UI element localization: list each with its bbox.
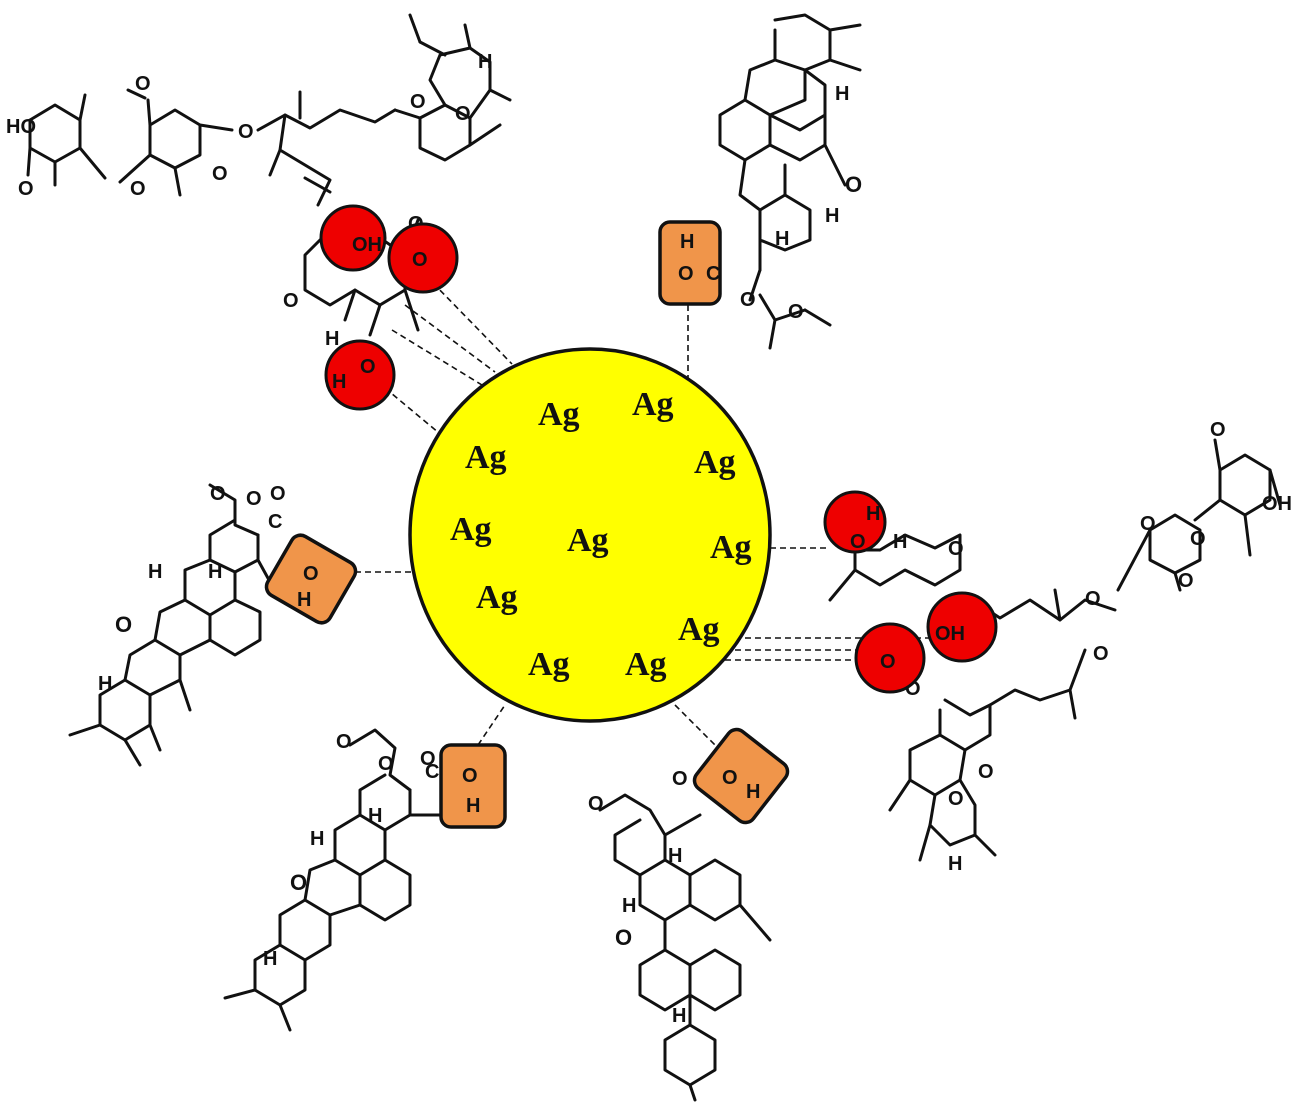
ag-label: Ag: [625, 646, 667, 683]
svg-text:O: O: [420, 748, 436, 770]
svg-text:H: H: [148, 561, 162, 583]
svg-text:H: H: [775, 228, 789, 250]
svg-text:O: O: [678, 263, 694, 285]
ag-label: Ag: [465, 439, 507, 476]
triterpene-top-right: O H H H O O: [718, 13, 862, 350]
svg-text:H: H: [668, 845, 682, 867]
svg-text:O: O: [1085, 588, 1101, 610]
svg-text:O: O: [210, 483, 226, 505]
svg-text:H: H: [466, 795, 480, 817]
svg-text:O: O: [740, 289, 756, 311]
svg-text:O: O: [290, 870, 307, 895]
svg-text:O: O: [238, 121, 254, 143]
svg-text:O: O: [360, 356, 376, 378]
svg-text:O: O: [462, 765, 478, 787]
ag-label: Ag: [450, 511, 492, 548]
hydrogen-label: H: [325, 328, 339, 350]
ag-label: Ag: [632, 386, 674, 423]
svg-text:H: H: [746, 781, 760, 803]
carboxyl-highlight-top-right: H O C: [658, 220, 722, 306]
svg-text:H: H: [680, 231, 694, 253]
svg-text:O: O: [1140, 513, 1156, 535]
oxygen-label: O: [412, 249, 428, 271]
svg-text:O: O: [270, 483, 286, 505]
svg-text:O: O: [1178, 570, 1194, 592]
svg-text:H: H: [263, 948, 277, 970]
svg-text:O: O: [115, 612, 132, 637]
svg-text:O: O: [978, 761, 994, 783]
svg-text:C: C: [425, 761, 439, 783]
hydroxyl-label: OH: [352, 234, 382, 256]
svg-text:H: H: [825, 205, 839, 227]
svg-text:O: O: [18, 178, 34, 200]
svg-text:O: O: [615, 925, 632, 950]
ag-label: Ag: [567, 522, 609, 559]
svg-text:OH: OH: [1262, 493, 1292, 515]
svg-text:H: H: [672, 1005, 686, 1027]
carboxyl-highlight-left: O H: [264, 533, 358, 625]
svg-text:O: O: [880, 651, 896, 673]
svg-text:O: O: [1210, 419, 1226, 441]
macrolide-right: OH O O O O O O O O O O H H: [828, 419, 1292, 875]
svg-text:OH: OH: [935, 623, 965, 645]
svg-text:O: O: [845, 172, 862, 197]
carboxyl-highlight-bottom-right: O H: [692, 727, 790, 825]
svg-text:O: O: [1190, 528, 1206, 550]
svg-text:H: H: [368, 805, 382, 827]
svg-text:O: O: [246, 488, 262, 510]
svg-text:C: C: [268, 511, 282, 533]
svg-text:O: O: [850, 531, 866, 553]
svg-text:H: H: [893, 531, 907, 553]
svg-text:H: H: [310, 828, 324, 850]
svg-text:H: H: [835, 83, 849, 105]
macrolide-top-left: O H O HO O O O O O O O H: [6, 13, 512, 350]
svg-text:O: O: [130, 178, 146, 200]
hydrogen-label: H: [332, 371, 346, 393]
svg-text:O: O: [948, 788, 964, 810]
svg-text:H: H: [948, 853, 962, 875]
svg-text:HO: HO: [6, 116, 36, 138]
hydroxyl-highlights-right: H O OH O: [823, 490, 998, 694]
ag-label: Ag: [476, 579, 518, 616]
svg-text:O: O: [672, 768, 688, 790]
svg-text:O: O: [378, 753, 394, 775]
svg-text:O: O: [135, 73, 151, 95]
ag-label: Ag: [538, 396, 580, 433]
ag-label: Ag: [678, 611, 720, 648]
svg-text:O: O: [722, 767, 738, 789]
svg-text:C: C: [706, 263, 720, 285]
svg-text:H: H: [622, 895, 636, 917]
ag-label: Ag: [694, 444, 736, 481]
svg-text:H: H: [98, 673, 112, 695]
svg-text:O: O: [336, 731, 352, 753]
svg-text:O: O: [410, 91, 426, 113]
svg-text:O: O: [1093, 643, 1109, 665]
ag-label: Ag: [528, 646, 570, 683]
svg-text:H: H: [208, 561, 222, 583]
svg-text:O: O: [212, 163, 228, 185]
svg-text:O: O: [303, 563, 319, 585]
svg-text:H: H: [866, 503, 880, 525]
triterpene-left: O O H H H C O O: [68, 483, 286, 767]
ag-label: Ag: [710, 529, 752, 566]
hydroxyl-highlights-top-left: OH O H O: [319, 204, 459, 411]
svg-text:H: H: [297, 589, 311, 611]
svg-text:O: O: [788, 301, 804, 323]
svg-text:H: H: [478, 51, 492, 73]
carboxyl-highlight-bottom-left: O H: [439, 743, 507, 829]
silver-nanoparticle: Ag Ag Ag Ag Ag Ag Ag Ag Ag Ag Ag: [408, 347, 772, 723]
svg-text:O: O: [588, 793, 604, 815]
triterpene-bottom-left: O O H H H C O O: [223, 728, 442, 1032]
svg-text:O: O: [455, 103, 471, 125]
svg-text:O: O: [948, 538, 964, 560]
svg-text:O: O: [283, 290, 299, 312]
